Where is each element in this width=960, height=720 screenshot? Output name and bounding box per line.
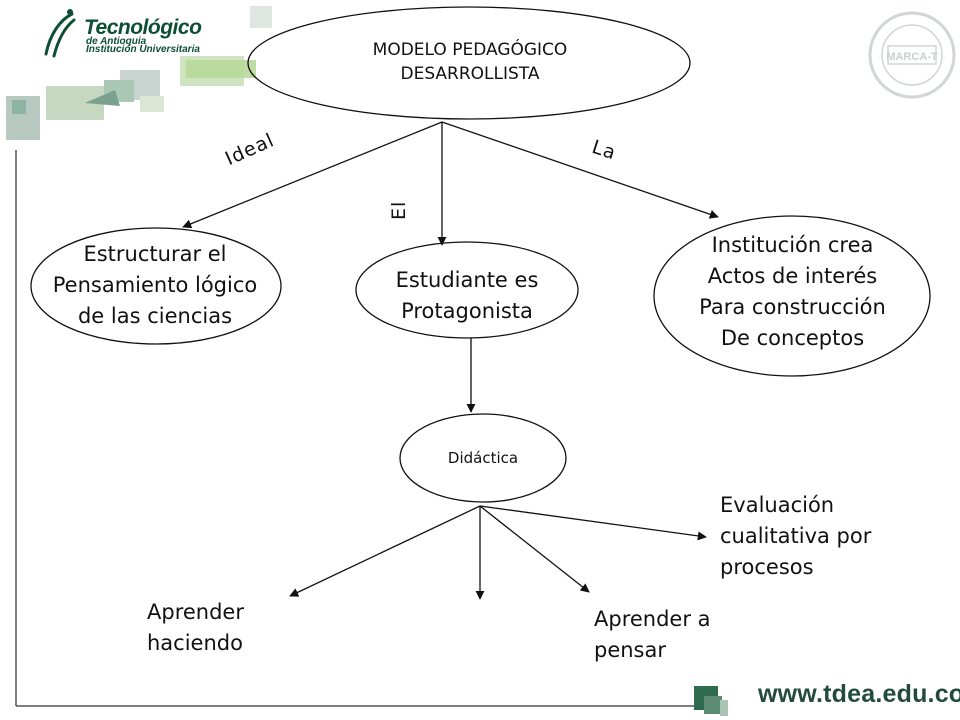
website-link[interactable]: www.tdea.edu.co: [758, 680, 960, 708]
edge-evaluacion: [479, 505, 707, 541]
hacer-line-1: Aprender: [147, 600, 244, 624]
estudiante-line-2: Protagonista: [401, 299, 533, 323]
diagram-edges: [182, 121, 719, 600]
institucion-line-2: Actos de interés: [707, 264, 878, 288]
pensar-label: Aprender a pensar: [594, 604, 711, 666]
edge-ideal: [182, 121, 443, 229]
page-frame: [15, 150, 694, 707]
logo-line2: Institución Universitaria: [86, 44, 200, 55]
evaluacion-label: Evaluación cualitativa por procesos: [720, 490, 871, 583]
edge-pensar: [479, 505, 590, 593]
edge-hacer: [289, 505, 481, 597]
seal-text: MARCA-T: [886, 51, 938, 63]
decorative-blocks-top: [6, 6, 272, 140]
pensar-line-1: Aprender a: [594, 607, 711, 631]
edge-la: [441, 121, 719, 219]
root-node-label: MODELO PEDAGÓGICO DESARROLLISTA: [270, 38, 670, 86]
decorative-blocks-bottom: [694, 686, 728, 716]
hacer-line-2: haciendo: [147, 631, 243, 655]
logo-mark: [44, 9, 76, 58]
institucion-node-shape: [653, 215, 931, 377]
institucion-line-3: Para construcción: [699, 295, 886, 319]
seal-stamp: MARCA-T: [868, 11, 956, 99]
edge-label-el: El: [388, 200, 410, 220]
root-line-1: MODELO PEDAGÓGICO: [372, 40, 568, 60]
institucion-node-label: Institución crea Actos de interés Para c…: [650, 230, 935, 354]
evaluacion-line-1: Evaluación: [720, 493, 835, 517]
estudiante-node-shape: [355, 241, 579, 339]
hacer-label: Aprender haciendo: [147, 597, 244, 659]
logo-name: Tecnológico: [84, 16, 202, 39]
root-node-shape: [247, 6, 691, 120]
estructurar-line-1: Estructurar el: [83, 242, 227, 266]
pensar-line-2: pensar: [594, 638, 667, 662]
didactica-node-shape: [399, 413, 567, 503]
estructurar-line-2: Pensamiento lógico: [52, 273, 258, 297]
estructurar-node-label: Estructurar el Pensamiento lógico de las…: [20, 239, 290, 332]
estructurar-line-3: de las ciencias: [77, 304, 233, 328]
estudiante-node-label: Estudiante es Protagonista: [352, 265, 582, 327]
institucion-line-4: De conceptos: [720, 326, 865, 350]
root-line-2: DESARROLLISTA: [400, 64, 540, 84]
estructurar-node-shape: [30, 227, 282, 345]
institucion-line-1: Institución crea: [711, 233, 874, 257]
evaluacion-line-2: cualitativa por: [720, 524, 872, 548]
estudiante-line-1: Estudiante es: [395, 268, 539, 292]
logo-line1: de Antioquia: [86, 36, 147, 47]
evaluacion-line-3: procesos: [720, 555, 814, 579]
didactica-node-label: Didáctica: [447, 449, 519, 467]
